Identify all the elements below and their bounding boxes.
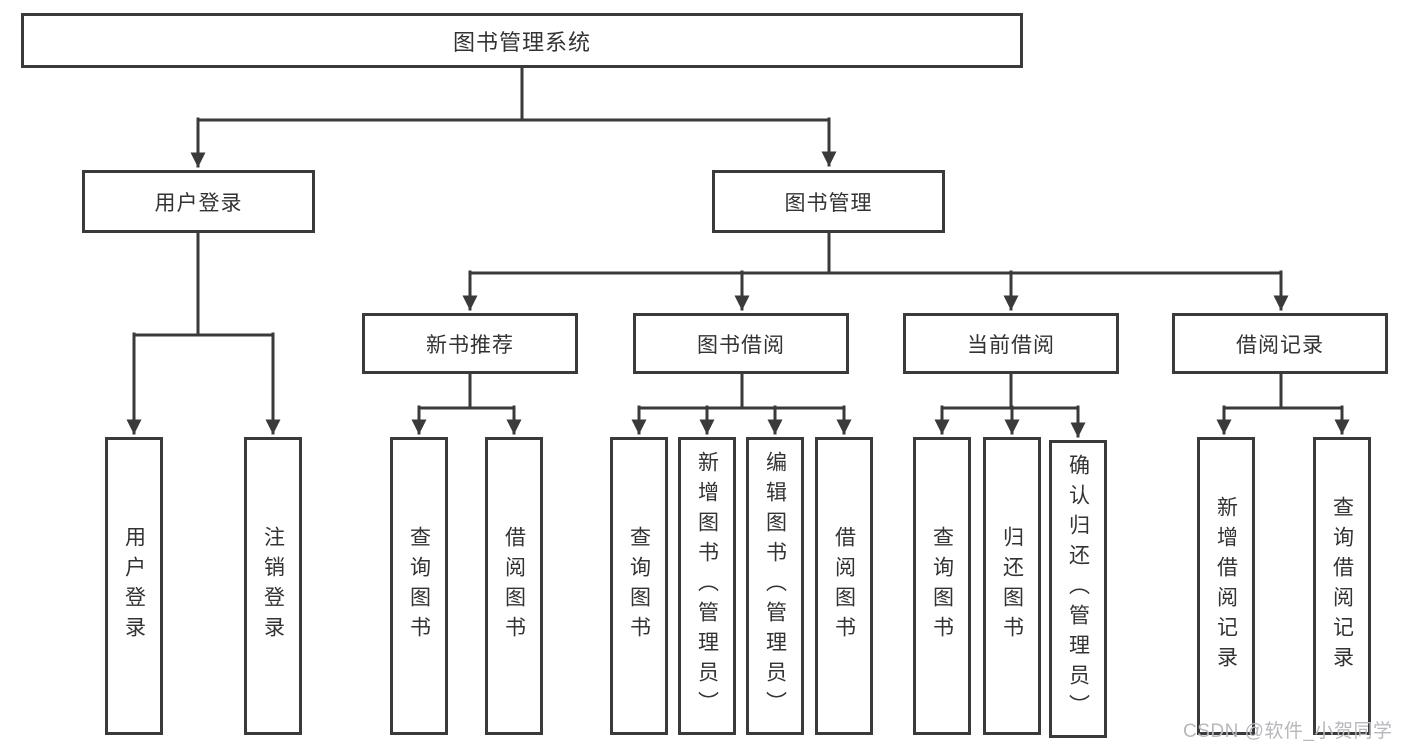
node-label: 图书借阅 — [697, 333, 785, 357]
connector-user-login-children — [126, 231, 281, 435]
node-label: 用户登录 — [122, 526, 146, 646]
connector-borrowing-records-children — [1216, 372, 1350, 435]
node-add-borrow-record: 新增借阅记录 — [1197, 437, 1255, 735]
node-label: 图书管理系统 — [452, 29, 591, 55]
node-label: 新增借阅记录 — [1214, 496, 1238, 676]
node-book-borrowing: 图书借阅 — [633, 313, 849, 374]
node-borrowing-records: 借阅记录 — [1172, 313, 1388, 374]
node-label: 借阅图书 — [502, 526, 526, 646]
node-query-books-borrowing: 查询图书 — [610, 437, 668, 735]
node-logout: 注销登录 — [244, 437, 302, 735]
node-add-books-admin: 新增图书（管理员） — [678, 437, 736, 735]
node-query-books-current: 查询图书 — [913, 437, 971, 735]
node-label: 新书推荐 — [426, 333, 514, 357]
node-new-book-recommendation: 新书推荐 — [362, 313, 578, 374]
node-label: 图书管理 — [784, 191, 873, 215]
node-borrow-books-recommend: 借阅图书 — [485, 437, 543, 735]
node-borrow-books: 借阅图书 — [815, 437, 873, 735]
node-query-books-recommend: 查询图书 — [390, 437, 448, 735]
node-label: 查询图书 — [627, 526, 651, 646]
node-book-management: 图书管理 — [712, 170, 945, 233]
node-label: 新增图书（管理员） — [695, 451, 719, 721]
node-label: 注销登录 — [261, 526, 285, 646]
node-confirm-return-admin: 确认归还（管理员） — [1049, 440, 1107, 738]
node-user-login-leaf: 用户登录 — [105, 437, 163, 735]
node-label: 当前借阅 — [967, 333, 1055, 357]
connector-current-borrowing-children — [934, 372, 1086, 438]
node-label: 借阅记录 — [1236, 333, 1324, 357]
node-query-borrow-record: 查询借阅记录 — [1313, 437, 1371, 735]
node-label: 编辑图书（管理员） — [763, 451, 787, 721]
node-label: 查询图书 — [407, 526, 431, 646]
node-label: 查询图书 — [930, 526, 954, 646]
node-label: 查询借阅记录 — [1330, 496, 1354, 676]
node-library-management-system: 图书管理系统 — [21, 13, 1023, 68]
connector-root-to-level2 — [190, 66, 837, 168]
csdn-watermark: CSDN @软件_小贺同学 — [1183, 721, 1393, 742]
node-label: 确认归还（管理员） — [1066, 454, 1090, 724]
node-label: 归还图书 — [1000, 526, 1024, 646]
node-label: 借阅图书 — [832, 526, 856, 646]
node-label: 用户登录 — [154, 191, 243, 215]
node-return-books: 归还图书 — [983, 437, 1041, 735]
node-edit-books-admin: 编辑图书（管理员） — [746, 437, 804, 735]
node-user-login: 用户登录 — [82, 170, 315, 233]
connector-book-management-children — [462, 231, 1289, 311]
node-current-borrowing: 当前借阅 — [903, 313, 1119, 374]
connector-new-book-recommendation-children — [411, 372, 522, 435]
connector-book-borrowing-children — [631, 372, 852, 435]
